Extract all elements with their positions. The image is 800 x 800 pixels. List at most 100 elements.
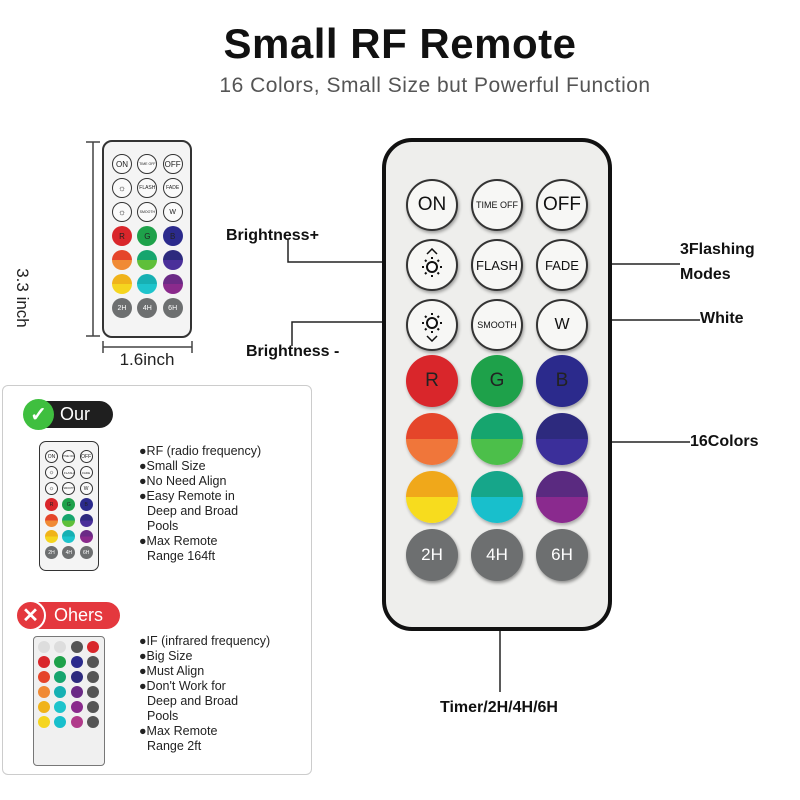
ours-g-button: G (62, 498, 76, 511)
dimension-lines (78, 140, 108, 345)
mini-color-button (112, 250, 132, 270)
ours-color-button (45, 530, 58, 543)
feature-item: ●Must Align (139, 664, 205, 678)
mini-r-button: R (112, 226, 132, 246)
page-title: Small RF Remote (223, 20, 577, 67)
timer-6h-button[interactable]: 6H (536, 529, 588, 581)
timer-2h-button[interactable]: 2H (406, 529, 458, 581)
off-button[interactable]: OFF (536, 179, 588, 231)
ir-remote-button (70, 716, 83, 728)
ir-remote-button (38, 686, 50, 698)
red-button[interactable]: R (406, 355, 458, 407)
ours-r-button: R (45, 498, 58, 511)
white-button[interactable]: W (536, 299, 588, 351)
ir-remote-button (54, 686, 67, 698)
brightness-down-button[interactable] (406, 299, 458, 351)
ours-smooth-button: SMOOTH (62, 482, 76, 495)
others-badge: ✕ Ohers (15, 600, 120, 631)
feature-item: Deep and Broad (147, 504, 239, 518)
ours-color-button (79, 530, 93, 543)
ours-on-button: ON (45, 450, 58, 463)
smooth-button[interactable]: SMOOTH (471, 299, 523, 351)
mini-2h-button: 2H (112, 298, 132, 318)
ir-remote-button (38, 641, 50, 653)
check-icon: ✓ (23, 399, 54, 430)
timer-4h-button[interactable]: 4H (471, 529, 523, 581)
feature-item: ●Small Size (139, 459, 206, 473)
ir-remote-button (70, 641, 83, 653)
on-button[interactable]: ON (406, 179, 458, 231)
ours-flash-button: FLASH (62, 466, 76, 479)
ir-remote-button (54, 701, 67, 713)
colors-label: 16Colors (690, 433, 759, 450)
ours-6h-button: 6H (79, 546, 93, 559)
brightness-up-button[interactable] (406, 239, 458, 291)
ours-color-button (79, 514, 93, 527)
ours-off-button: OFF (79, 450, 93, 463)
mini-g-button: G (137, 226, 158, 246)
color-button[interactable] (536, 471, 588, 523)
ir-remote-button (86, 686, 99, 698)
ir-remote-button (54, 716, 67, 728)
mini-color-button (162, 250, 183, 270)
blue-button[interactable]: B (536, 355, 588, 407)
ir-remote-button (70, 656, 83, 668)
ours-fade-button: FADE (79, 466, 93, 479)
feature-item: ●RF (radio frequency) (139, 444, 262, 458)
ir-remote-button (38, 671, 50, 683)
green-button[interactable]: G (471, 355, 523, 407)
ir-remote-button (38, 656, 50, 668)
ours-timeoff-button: TIME OFF (62, 450, 76, 463)
mini-fade-button: FADE (162, 178, 183, 198)
mini-sun-plus-icon: ☼ (112, 178, 132, 198)
mini-flash-button: FLASH (137, 178, 158, 198)
others-remote-image (33, 636, 105, 766)
feature-item: Pools (147, 709, 179, 723)
page-subtitle: 16 Colors, Small Size but Powerful Funct… (219, 74, 651, 97)
flash-button[interactable]: FLASH (471, 239, 523, 291)
mini-w-button: W (162, 202, 183, 222)
time-off-button[interactable]: TIME OFF (471, 179, 523, 231)
mini-color-button (162, 274, 183, 294)
feature-item: ●Max Remote (139, 534, 218, 548)
feature-item: Range 2ft (147, 739, 202, 753)
ours-b-button: B (79, 498, 93, 511)
feature-item: ●Don't Work for (139, 679, 226, 693)
ir-remote-button (86, 671, 99, 683)
color-button[interactable] (406, 413, 458, 465)
our-features: ●RF (radio frequency) ●Small Size ●No Ne… (139, 444, 261, 564)
mini-color-button (112, 274, 132, 294)
ir-remote-button (54, 671, 67, 683)
white-label: White (700, 310, 744, 327)
ir-remote-button (38, 716, 50, 728)
ours-sun-plus-icon: ☼ (45, 466, 58, 479)
ours-color-button (62, 514, 76, 527)
ours-sun-minus-icon: ☼ (45, 482, 58, 495)
ours-4h-button: 4H (62, 546, 76, 559)
remote-control: ON TIME OFF OFF FLASH FADE S (382, 138, 612, 631)
flashing-modes-label: 3Flashing Modes (680, 241, 755, 283)
mini-timeoff-button: TIME OFF (137, 154, 158, 174)
ir-remote-button (70, 701, 83, 713)
feature-item-text: ●IF (infrared frequency) (139, 634, 271, 648)
mini-on-button: ON (112, 154, 132, 174)
mini-b-button: B (162, 226, 183, 246)
width-label: 1.6inch (119, 350, 175, 369)
color-button[interactable] (471, 413, 523, 465)
ir-remote-button (54, 656, 67, 668)
feature-item: ●IF (infrared frequency) (139, 634, 270, 649)
feature-item: ●No Need Align (139, 474, 227, 488)
color-button[interactable] (406, 471, 458, 523)
mini-color-button (137, 274, 158, 294)
color-button[interactable] (536, 413, 588, 465)
width-dimension-line (102, 340, 194, 358)
feature-item: ●Big Size (139, 649, 193, 663)
mini-smooth-button: SMOOTH (137, 202, 158, 222)
color-button[interactable] (471, 471, 523, 523)
feature-item: ●Easy Remote in (139, 489, 235, 503)
mini-6h-button: 6H (162, 298, 183, 318)
ir-remote-button (54, 641, 67, 653)
fade-button[interactable]: FADE (536, 239, 588, 291)
our-badge: ✓ Our (23, 399, 113, 430)
ir-remote-button (70, 686, 83, 698)
